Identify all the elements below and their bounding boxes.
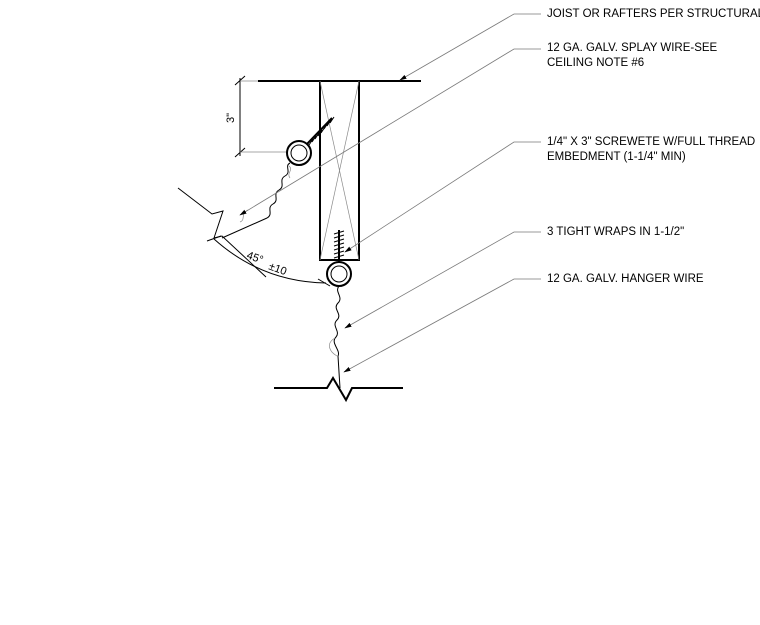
note-splay-wire-line2: CEILING NOTE #6	[547, 57, 645, 69]
angle-dimension: 45° ±10	[206, 235, 331, 287]
hanger-wire	[329, 285, 341, 389]
leader-hanger-wire	[343, 278, 541, 373]
leader-joist	[399, 13, 541, 81]
ceiling-break-line	[274, 376, 403, 403]
note-screw-line1: 1/4" X 3" SCREWETE W/FULL THREAD	[547, 136, 756, 148]
note-joist: JOIST OR RAFTERS PER STRUCTURAL	[547, 8, 760, 20]
tolerance-text: ±10	[267, 261, 288, 279]
note-splay-wire-line1: 12 GA. GALV. SPLAY WIRE-SEE	[547, 42, 718, 54]
vertical-dimension: 3"	[225, 75, 288, 158]
leader-splay-wire	[239, 48, 541, 216]
note-hanger-wire: 12 GA. GALV. HANGER WIRE	[547, 273, 704, 285]
leader-screw	[344, 141, 541, 253]
note-wraps: 3 TIGHT WRAPS IN 1-1/2"	[547, 226, 685, 238]
splay-break-line	[177, 187, 267, 278]
vertical-dimension-text: 3"	[225, 113, 237, 123]
note-screw-line2: EMBEDMENT (1-1/4" MIN)	[547, 151, 686, 163]
lower-eye-screw	[326, 230, 352, 287]
angle-text: 45°	[245, 250, 265, 267]
upper-eye-screw	[286, 116, 335, 166]
splay-wire	[221, 162, 292, 239]
leader-wraps	[344, 231, 541, 329]
